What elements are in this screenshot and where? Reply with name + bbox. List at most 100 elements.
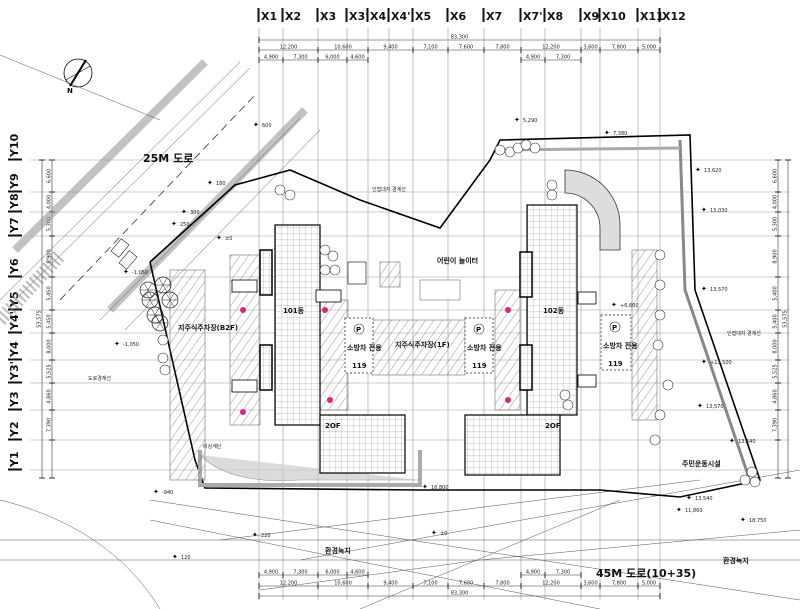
- spot-elevation: 11,860: [685, 508, 703, 514]
- elevation-marker-icon: ✦: [431, 529, 437, 537]
- axis-label-x: X8: [547, 10, 563, 23]
- axis-label-x: X10: [602, 10, 626, 23]
- building-101: [231, 224, 342, 426]
- tree-icon: [654, 279, 666, 291]
- spot-elevations: ✦600✦180✦300✦250✦±0✦-1,050✦-1,050✦5,290✦…: [114, 116, 767, 561]
- axis-label-y: Y2: [8, 421, 21, 438]
- dimension-value: 4,860: [47, 389, 53, 403]
- spot-elevation: 18,750: [749, 518, 767, 524]
- axis-marker: [543, 8, 546, 22]
- tree-icon: [329, 264, 341, 276]
- axis-marker: [519, 8, 522, 22]
- elevation-marker-icon: ✦: [676, 506, 682, 514]
- spot-elevation: -940: [162, 490, 173, 496]
- axis-label-x: X5: [415, 10, 431, 23]
- dimension-value: 4,860: [773, 389, 779, 403]
- road-45m: [0, 469, 801, 609]
- curved-ramp: [564, 169, 621, 251]
- dimension-value: 4,900: [526, 570, 540, 576]
- parking-b2f-area: [169, 269, 206, 481]
- axis-label-x: X11: [640, 10, 664, 23]
- dimension-value: 8,000: [47, 339, 53, 353]
- dimension-value: 7,800: [495, 581, 509, 587]
- dimension-value: 5,400: [773, 286, 779, 300]
- axis-marker: [482, 8, 485, 22]
- axis-label-y: Y7: [8, 217, 21, 234]
- spot-elevation: 5,290: [523, 118, 537, 124]
- tree-icon: [654, 249, 666, 261]
- spot-elevation: 16,800: [431, 485, 449, 491]
- dimension-value: 10,600: [334, 45, 352, 51]
- dimension-value: 4,900: [264, 55, 278, 61]
- axis-label-x: X4: [370, 10, 386, 23]
- spot-elevation: -1,050: [132, 270, 148, 276]
- floors-label: 2OF: [545, 422, 561, 430]
- playground-hatch: [379, 261, 401, 288]
- axis-label-x: X9: [583, 10, 599, 23]
- parking-sign: P: [356, 326, 361, 334]
- floors-label: 2OF: [325, 422, 341, 430]
- axis-label-x: X2: [285, 10, 301, 23]
- road-25m-label: 25M 도로: [143, 152, 193, 165]
- dimension-value: 7,300: [293, 55, 307, 61]
- axis-marker: [8, 308, 22, 311]
- tree-icon: [319, 244, 331, 256]
- north-arrow-icon: N: [63, 58, 93, 95]
- elevation-marker-icon: ✦: [514, 116, 520, 124]
- dimension-value: 8,000: [773, 339, 779, 353]
- elevation-marker-icon: ✦: [729, 437, 735, 445]
- tree-icon: [654, 409, 666, 421]
- dimension-value: 4,000: [47, 195, 53, 209]
- axis-label-x: X6: [450, 10, 466, 23]
- dimension-value: 6,600: [47, 169, 53, 183]
- dimension-value: 8,900: [773, 249, 779, 263]
- green-area-label: 환경녹지: [723, 556, 749, 565]
- axis-marker: [411, 8, 414, 22]
- spot-elevation: 13,620: [704, 168, 722, 174]
- pink-markers: [240, 307, 511, 415]
- dimension-value: 6,000: [325, 570, 339, 576]
- spot-elevation: 250: [180, 222, 190, 228]
- tree-icon: [662, 379, 674, 391]
- dimension-total: 83,300: [451, 35, 469, 41]
- elevation-marker-icon: ✦: [114, 340, 120, 348]
- dimension-value: 9,400: [383, 45, 397, 51]
- axis-label-y: Y3: [8, 391, 21, 408]
- spot-elevation: 300: [190, 210, 200, 216]
- axis-label-y: Y10: [8, 133, 21, 158]
- tree-icon: [157, 352, 169, 364]
- fire-lane-number: 119: [608, 360, 623, 368]
- spot-elevation: -1,050: [123, 342, 139, 348]
- parking-b2f-label: 지주식주차장(B2F): [178, 323, 238, 332]
- dimension-value: 7,800: [612, 581, 626, 587]
- dimension-value: 7,300: [556, 570, 570, 576]
- axis-marker: [8, 210, 22, 213]
- elevation-marker-icon: ✦: [701, 285, 707, 293]
- dimension-value: 12,200: [280, 581, 298, 587]
- dimension-value: 7,800: [612, 45, 626, 51]
- podium-left: [319, 414, 406, 474]
- axis-label-y: Y6: [8, 258, 21, 275]
- axis-marker: [387, 8, 390, 22]
- dimension-value: 4,900: [526, 55, 540, 61]
- axis-label-y: Y3': [8, 361, 21, 381]
- tree-icon: [274, 184, 286, 196]
- tree-icon: [562, 399, 574, 411]
- dimension-value: 5,450: [47, 314, 53, 328]
- dimension-value: 5,300: [47, 217, 53, 231]
- spot-elevation: 13,570: [710, 287, 728, 293]
- tree-icon: [284, 189, 296, 201]
- tree-icon: [494, 144, 506, 156]
- elevation-marker-icon: ✦: [695, 166, 701, 174]
- playground-structure: [347, 261, 367, 285]
- building-102: [519, 204, 597, 416]
- axis-label-x: X12: [662, 10, 686, 23]
- tree-icon: [649, 434, 661, 446]
- dimension-value: 3,600: [583, 581, 597, 587]
- playground-label: 어린이 놀이터: [437, 256, 478, 265]
- axis-marker: [8, 468, 22, 471]
- elevation-marker-icon: ✦: [252, 531, 258, 539]
